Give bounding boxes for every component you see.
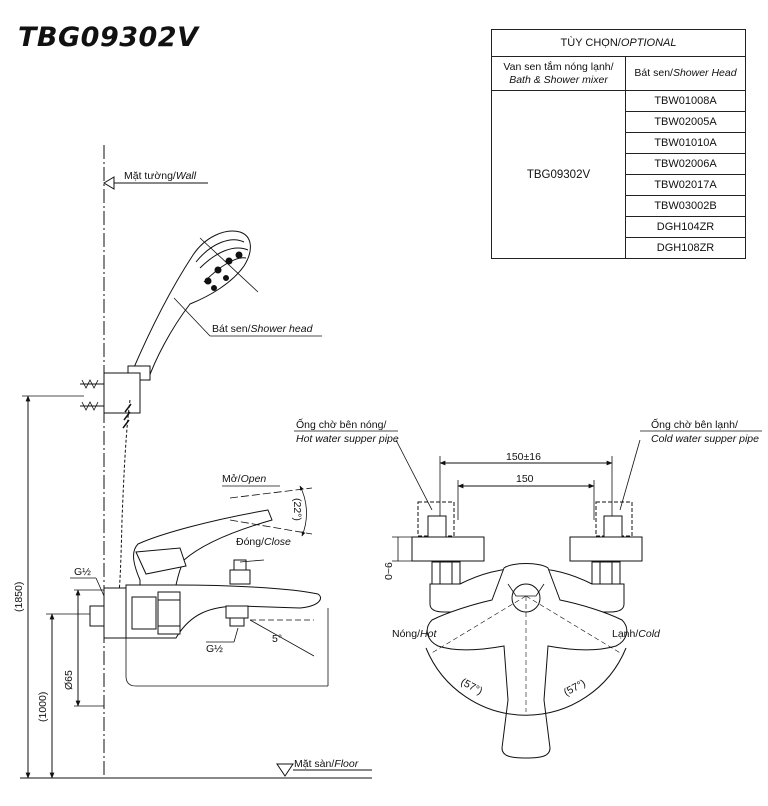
shower-head-model: DGH104ZR [625,216,746,238]
angle-right-label: (57°) [562,677,588,698]
front-view [392,439,643,759]
thread-spout-label: G½ [206,643,223,655]
wall-bracket [80,372,141,414]
thread-top-label: G½ [74,566,91,578]
hand-shower [127,230,259,381]
mixer-side [89,485,322,657]
floor-marker [276,763,294,777]
cold-pipe-label-en: Cold water supper pipe [651,433,759,445]
open-angle-dim: (22°) [291,498,303,521]
mixer-model-cell: TBG09302V [491,90,626,259]
handle-front [426,563,628,759]
dim-spacing-label: 150 [516,473,534,485]
floor-label: Mặt sàn/Floor [294,758,359,770]
hot-pipe-label-en: Hot water supper pipe [296,433,399,445]
cold-flange [569,536,643,562]
hot-pipe-label-vi: Ống chờ bên nóng/ [296,417,386,431]
shower-head-label: Bát sen/Shower head [212,323,314,335]
dim-1000-label: (1000) [37,692,49,722]
cold-pipe-label-vi: Ống chờ bên lạnh/ [651,417,738,431]
close-label: Đóng/Close [236,536,291,548]
hot-label: Nóng/Hot [392,628,437,640]
dim-spacing-tol-label: 150±16 [506,451,541,463]
model-title: TBG09302V [18,22,199,53]
spout-angle-label: 5° [272,633,282,645]
shower-head-model: DGH108ZR [625,237,746,259]
shower-head-model: TBW01010A [625,132,746,154]
shower-head-model: TBW02005A [625,111,746,133]
dim-diameter-label: Ø65 [63,670,75,690]
open-label: Mở/Open [222,473,266,485]
rotation-arc [425,647,627,716]
shower-head-model: TBW02017A [625,174,746,196]
dim-1850-label: (1850) [13,582,25,612]
offset-label: 0~6 [383,562,395,580]
hot-flange [411,536,485,562]
col-shower-head-header: Bát sen/Shower Head [625,56,746,91]
wall-label: Mặt tường/Wall [124,170,197,182]
cold-label: Lạnh/Cold [612,628,661,640]
wall-marker [103,176,115,190]
side-view [20,145,372,779]
option-table: TÙY CHỌN/OPTIONAL Van sen tắm nóng lạnh/… [491,29,746,259]
option-table-header: TÙY CHỌN/OPTIONAL [491,29,746,57]
hose [117,399,131,601]
